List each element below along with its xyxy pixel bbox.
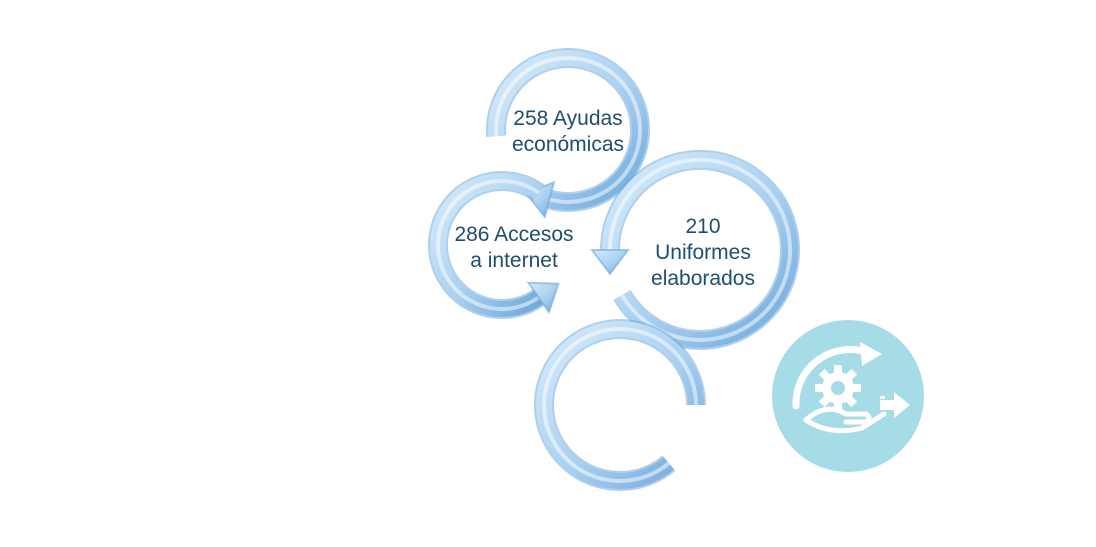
node-label-accesos: 286 Accesos a internet <box>440 222 588 274</box>
node-label-uniformes: 210 Uniformes elaborados <box>625 214 781 292</box>
node-label-ayudas-line-1: 258 Ayudas <box>513 107 623 130</box>
cycle-arrow-empty-highlight <box>542 327 698 483</box>
cycle-arrow-empty <box>534 319 706 491</box>
cycle-arrow-uniformes <box>590 149 800 350</box>
cycle-arrow-uniformes-highlight <box>608 157 792 342</box>
cycle-arrow-accesos-head <box>526 281 560 315</box>
cycle-arrows-group <box>427 47 800 491</box>
node-label-accesos-line-1: 286 Accesos <box>454 223 574 246</box>
node-label-ayudas-line-2: económicas <box>511 133 625 156</box>
node-label-uniformes-line-1: 210 <box>685 215 721 238</box>
node-label-accesos-line-2: a internet <box>470 249 558 272</box>
node-label-ayudas: 258 Ayudas económicas <box>488 106 648 158</box>
gear-in-hand-with-arrow-icon <box>792 342 910 434</box>
node-label-uniformes-line-3: elaborados <box>651 267 755 290</box>
cycle-arrow-accesos-highlight <box>435 179 540 311</box>
node-label-uniformes-line-2: Uniformes <box>655 241 751 264</box>
process-badge <box>772 320 924 472</box>
cycle-arrow-ayudas <box>486 47 651 220</box>
cycle-arrow-uniformes-head <box>590 249 630 276</box>
cycle-arrow-ayudas-highlight <box>494 55 643 204</box>
cycle-arrow-accesos <box>427 171 560 319</box>
